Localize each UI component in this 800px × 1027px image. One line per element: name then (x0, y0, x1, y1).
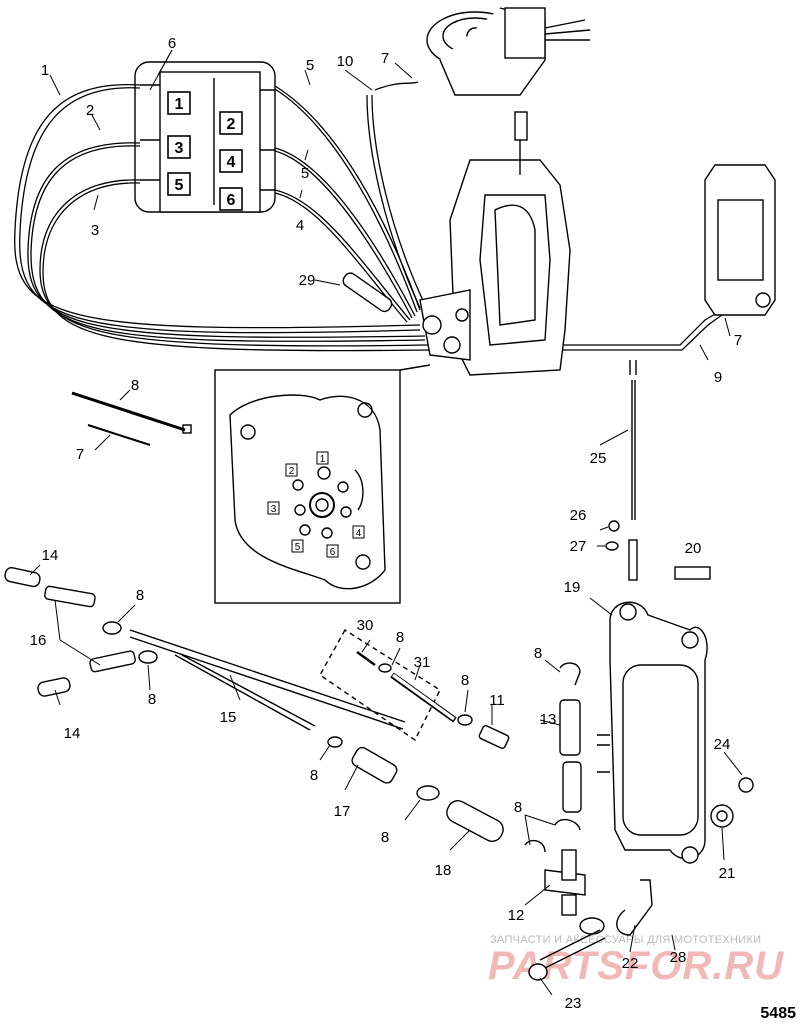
filter-17-area (327, 736, 504, 842)
callout-21-32: 21 (719, 865, 736, 882)
leader-lines (29, 49, 743, 996)
callout-8-16: 8 (461, 672, 469, 689)
fuel-lines (14, 81, 723, 352)
bolt-23 (528, 929, 606, 981)
callout-8-17: 8 (534, 645, 542, 662)
cable-ties (71, 391, 192, 446)
decal-20 (674, 566, 711, 580)
callout-15-26: 15 (220, 709, 237, 726)
callout-22-33: 22 (622, 955, 639, 972)
hose-fittings-left (4, 567, 158, 697)
callout-7-7: 7 (381, 50, 389, 67)
manifold-box-1 (167, 91, 191, 115)
inset-box-3 (267, 501, 280, 515)
callout-16-27: 16 (30, 632, 47, 649)
callout-31-42: 31 (414, 654, 431, 671)
inset-number-1: 1 (320, 454, 326, 465)
manifold-number-6: 6 (227, 192, 236, 209)
callout-29-40: 29 (299, 272, 316, 289)
callout-14-24: 14 (42, 547, 59, 564)
manifold-number-4: 4 (227, 154, 236, 171)
inset-box-4 (352, 525, 365, 539)
callout-10-20: 10 (337, 53, 354, 70)
callout-8-18: 8 (514, 799, 522, 816)
callout-6-6: 6 (168, 35, 176, 52)
inset-number-boxes: 1 2 3 4 5 6 (267, 451, 365, 558)
inset-box-5 (291, 539, 304, 553)
inset-number-3: 3 (271, 504, 277, 515)
callout-5-5: 5 (306, 57, 314, 74)
manifold-block (134, 61, 276, 213)
manifold-number-2: 2 (227, 116, 236, 133)
screw-washer-26-27 (605, 520, 620, 551)
callout-8-15: 8 (396, 629, 404, 646)
callout-4-3: 4 (296, 217, 304, 234)
callout-23-34: 23 (565, 995, 582, 1012)
inset-box-6 (326, 544, 339, 558)
vent-hose (129, 629, 406, 731)
callout-7-8: 7 (734, 332, 742, 349)
callout-12-22: 12 (508, 907, 525, 924)
callout-9-19: 9 (714, 369, 722, 386)
callout-3-2: 3 (91, 222, 99, 239)
inset-number-2: 2 (289, 466, 295, 477)
sensor-wire-25 (628, 360, 638, 581)
callout-20-31: 20 (685, 540, 702, 557)
callout-8-13: 8 (310, 767, 318, 784)
callout-8-10: 8 (131, 377, 139, 394)
spring-29 (342, 272, 393, 313)
inset-number-5: 5 (295, 542, 301, 553)
manifold-number-3: 3 (175, 140, 184, 157)
fuel-pump-assembly (426, 7, 591, 96)
watermark-caption: ЗАПЧАСТИ И АКСЕССУАРЫ ДЛЯ МОТОТЕХНИКИ (490, 934, 762, 946)
callout-19-30: 19 (564, 579, 581, 596)
callout-8-14: 8 (381, 829, 389, 846)
manifold-box-2 (219, 111, 243, 135)
callout-30-41: 30 (357, 617, 374, 634)
vapor-separator-tower (419, 111, 571, 376)
water-separating-filter (579, 601, 754, 936)
manifold-box-3 (167, 135, 191, 159)
inset-number-4: 4 (356, 528, 362, 539)
manifold-box-5 (167, 172, 191, 196)
manifold-number-boxes: 1 2 3 4 5 6 (167, 91, 243, 211)
hose-31-section (319, 629, 510, 749)
inset-box-1 (316, 451, 329, 465)
callout-5-4: 5 (301, 165, 309, 182)
manifold-number-5: 5 (175, 177, 184, 194)
manifold-number-1: 1 (175, 96, 184, 113)
manifold-box-6 (219, 187, 243, 211)
detail-inset (214, 364, 431, 604)
diagram-id: 5485 (760, 1005, 796, 1022)
callout-24-35: 24 (714, 736, 731, 753)
callout-17-28: 17 (334, 803, 351, 820)
callout-8-11: 8 (136, 587, 144, 604)
manifold-box-4 (219, 149, 243, 173)
callout-2-1: 2 (86, 102, 94, 119)
callout-27-38: 27 (570, 538, 587, 555)
callout-11-21: 11 (489, 692, 505, 709)
callout-25-36: 25 (590, 450, 607, 467)
hose-13-and-tee (524, 662, 586, 916)
inset-box-2 (285, 463, 298, 477)
inset-number-6: 6 (330, 547, 336, 558)
callout-8-12: 8 (148, 691, 156, 708)
callout-1-0: 1 (41, 62, 49, 79)
callout-13-23: 13 (540, 711, 557, 728)
callout-18-29: 18 (435, 862, 452, 879)
callout-26-37: 26 (570, 507, 587, 524)
callout-7-9: 7 (76, 446, 84, 463)
callout-28-39: 28 (670, 949, 687, 966)
callout-14-25: 14 (64, 725, 81, 742)
filter-canister-upper (704, 164, 776, 316)
